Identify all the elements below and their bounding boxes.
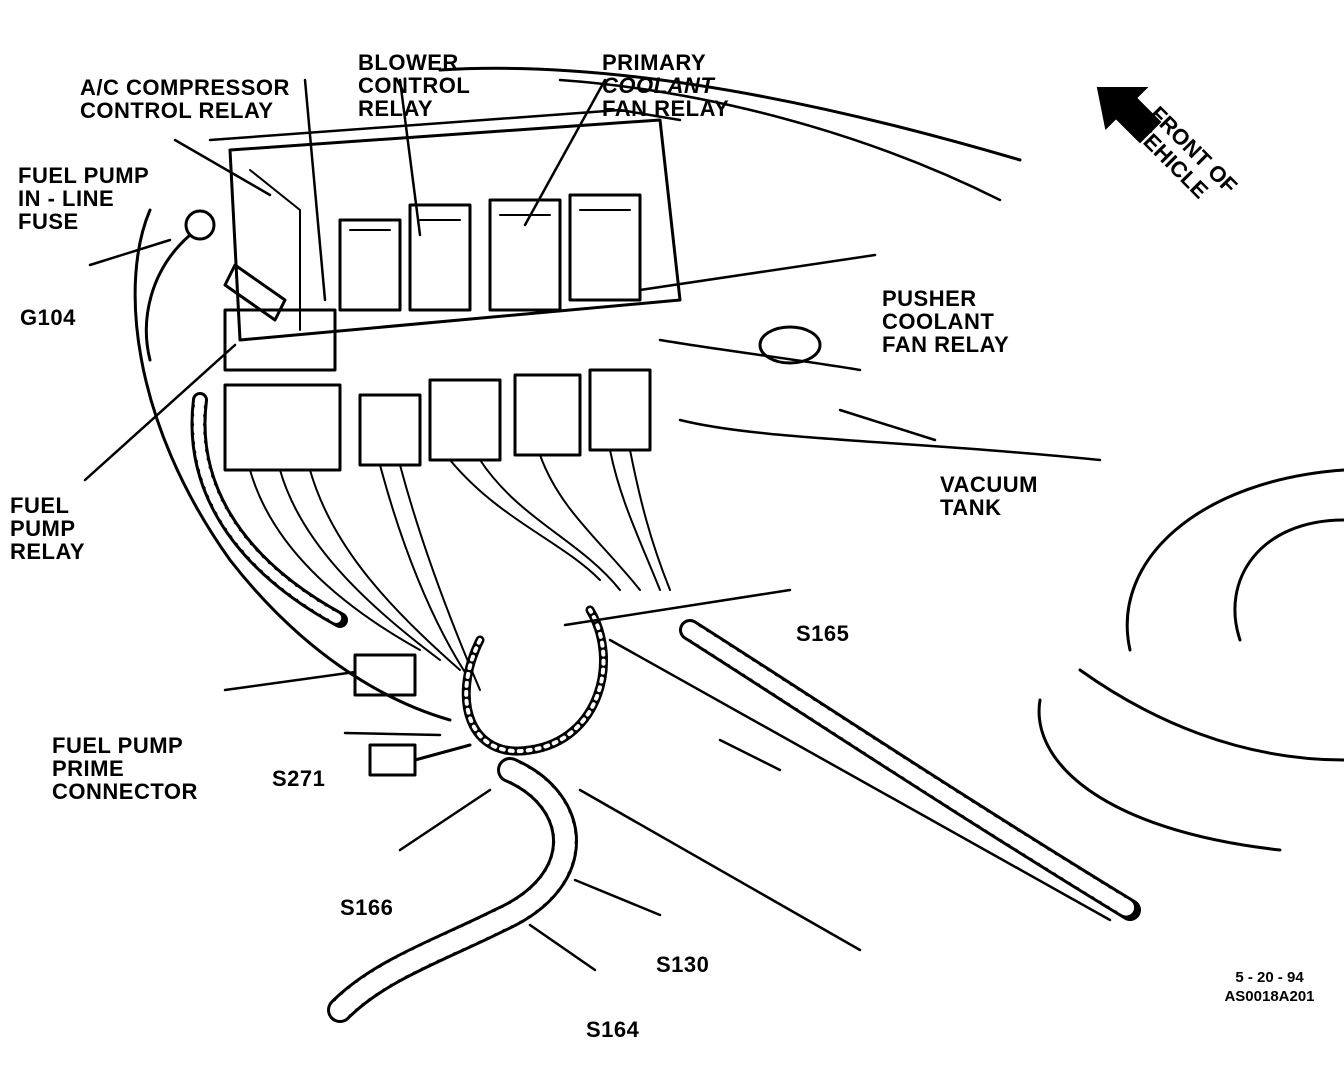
relay-blower bbox=[408, 203, 472, 312]
leader-prime bbox=[223, 670, 357, 692]
leader-primary-fan bbox=[523, 78, 607, 227]
label-g104: G104 bbox=[20, 305, 76, 330]
label-s165: S165 bbox=[796, 621, 850, 646]
front-arrow-icon bbox=[1096, 87, 1162, 144]
vacuum-tank bbox=[758, 325, 822, 365]
relay-ac bbox=[338, 218, 402, 312]
prime-connector bbox=[353, 653, 417, 697]
body-edge-top-2 bbox=[558, 78, 1002, 202]
leader-s166 bbox=[398, 788, 492, 852]
connector-4 bbox=[513, 373, 582, 457]
label-s166: S166 bbox=[340, 895, 394, 920]
leader-vacuum bbox=[838, 408, 937, 442]
leader-s130 bbox=[573, 878, 662, 917]
connector-5 bbox=[588, 368, 652, 452]
diagram-artwork bbox=[83, 66, 1344, 1023]
relay-primary-fan bbox=[488, 198, 562, 312]
cowl-line bbox=[208, 108, 682, 142]
body-edge-top bbox=[438, 66, 1022, 162]
leader-s164 bbox=[528, 923, 597, 972]
leader-fuse bbox=[173, 138, 272, 197]
harness-loop bbox=[461, 605, 608, 756]
inline-fuse bbox=[223, 263, 287, 322]
s271-connector bbox=[368, 743, 417, 777]
relay-fuel-pump bbox=[223, 308, 337, 372]
connector-1 bbox=[223, 383, 342, 472]
label-s130: S130 bbox=[656, 952, 710, 977]
leader-s271 bbox=[343, 731, 442, 737]
stamp-date: 5 - 20 - 94 bbox=[1235, 969, 1304, 986]
stamp-code: AS0018A201 bbox=[1224, 988, 1315, 1005]
fender-outline bbox=[133, 208, 452, 722]
relay-pusher-fan bbox=[568, 193, 642, 302]
leader-pusher bbox=[638, 253, 877, 292]
leader-blower bbox=[398, 78, 422, 237]
strut-tower bbox=[1125, 468, 1344, 652]
label-s164: S164 bbox=[586, 1017, 640, 1042]
g104-ground bbox=[184, 209, 216, 241]
connector-3 bbox=[428, 378, 502, 462]
leader-s165 bbox=[563, 588, 792, 627]
label-s271: S271 bbox=[272, 766, 326, 791]
connector-2 bbox=[358, 393, 422, 467]
leader-fuel-pump-relay bbox=[83, 343, 237, 482]
diagram-stamp: 5 - 20 - 94 AS0018A201 bbox=[1212, 968, 1327, 1006]
relay-bracket bbox=[228, 118, 682, 342]
leader-ac-relay bbox=[303, 78, 327, 302]
leader-g104 bbox=[88, 238, 172, 267]
